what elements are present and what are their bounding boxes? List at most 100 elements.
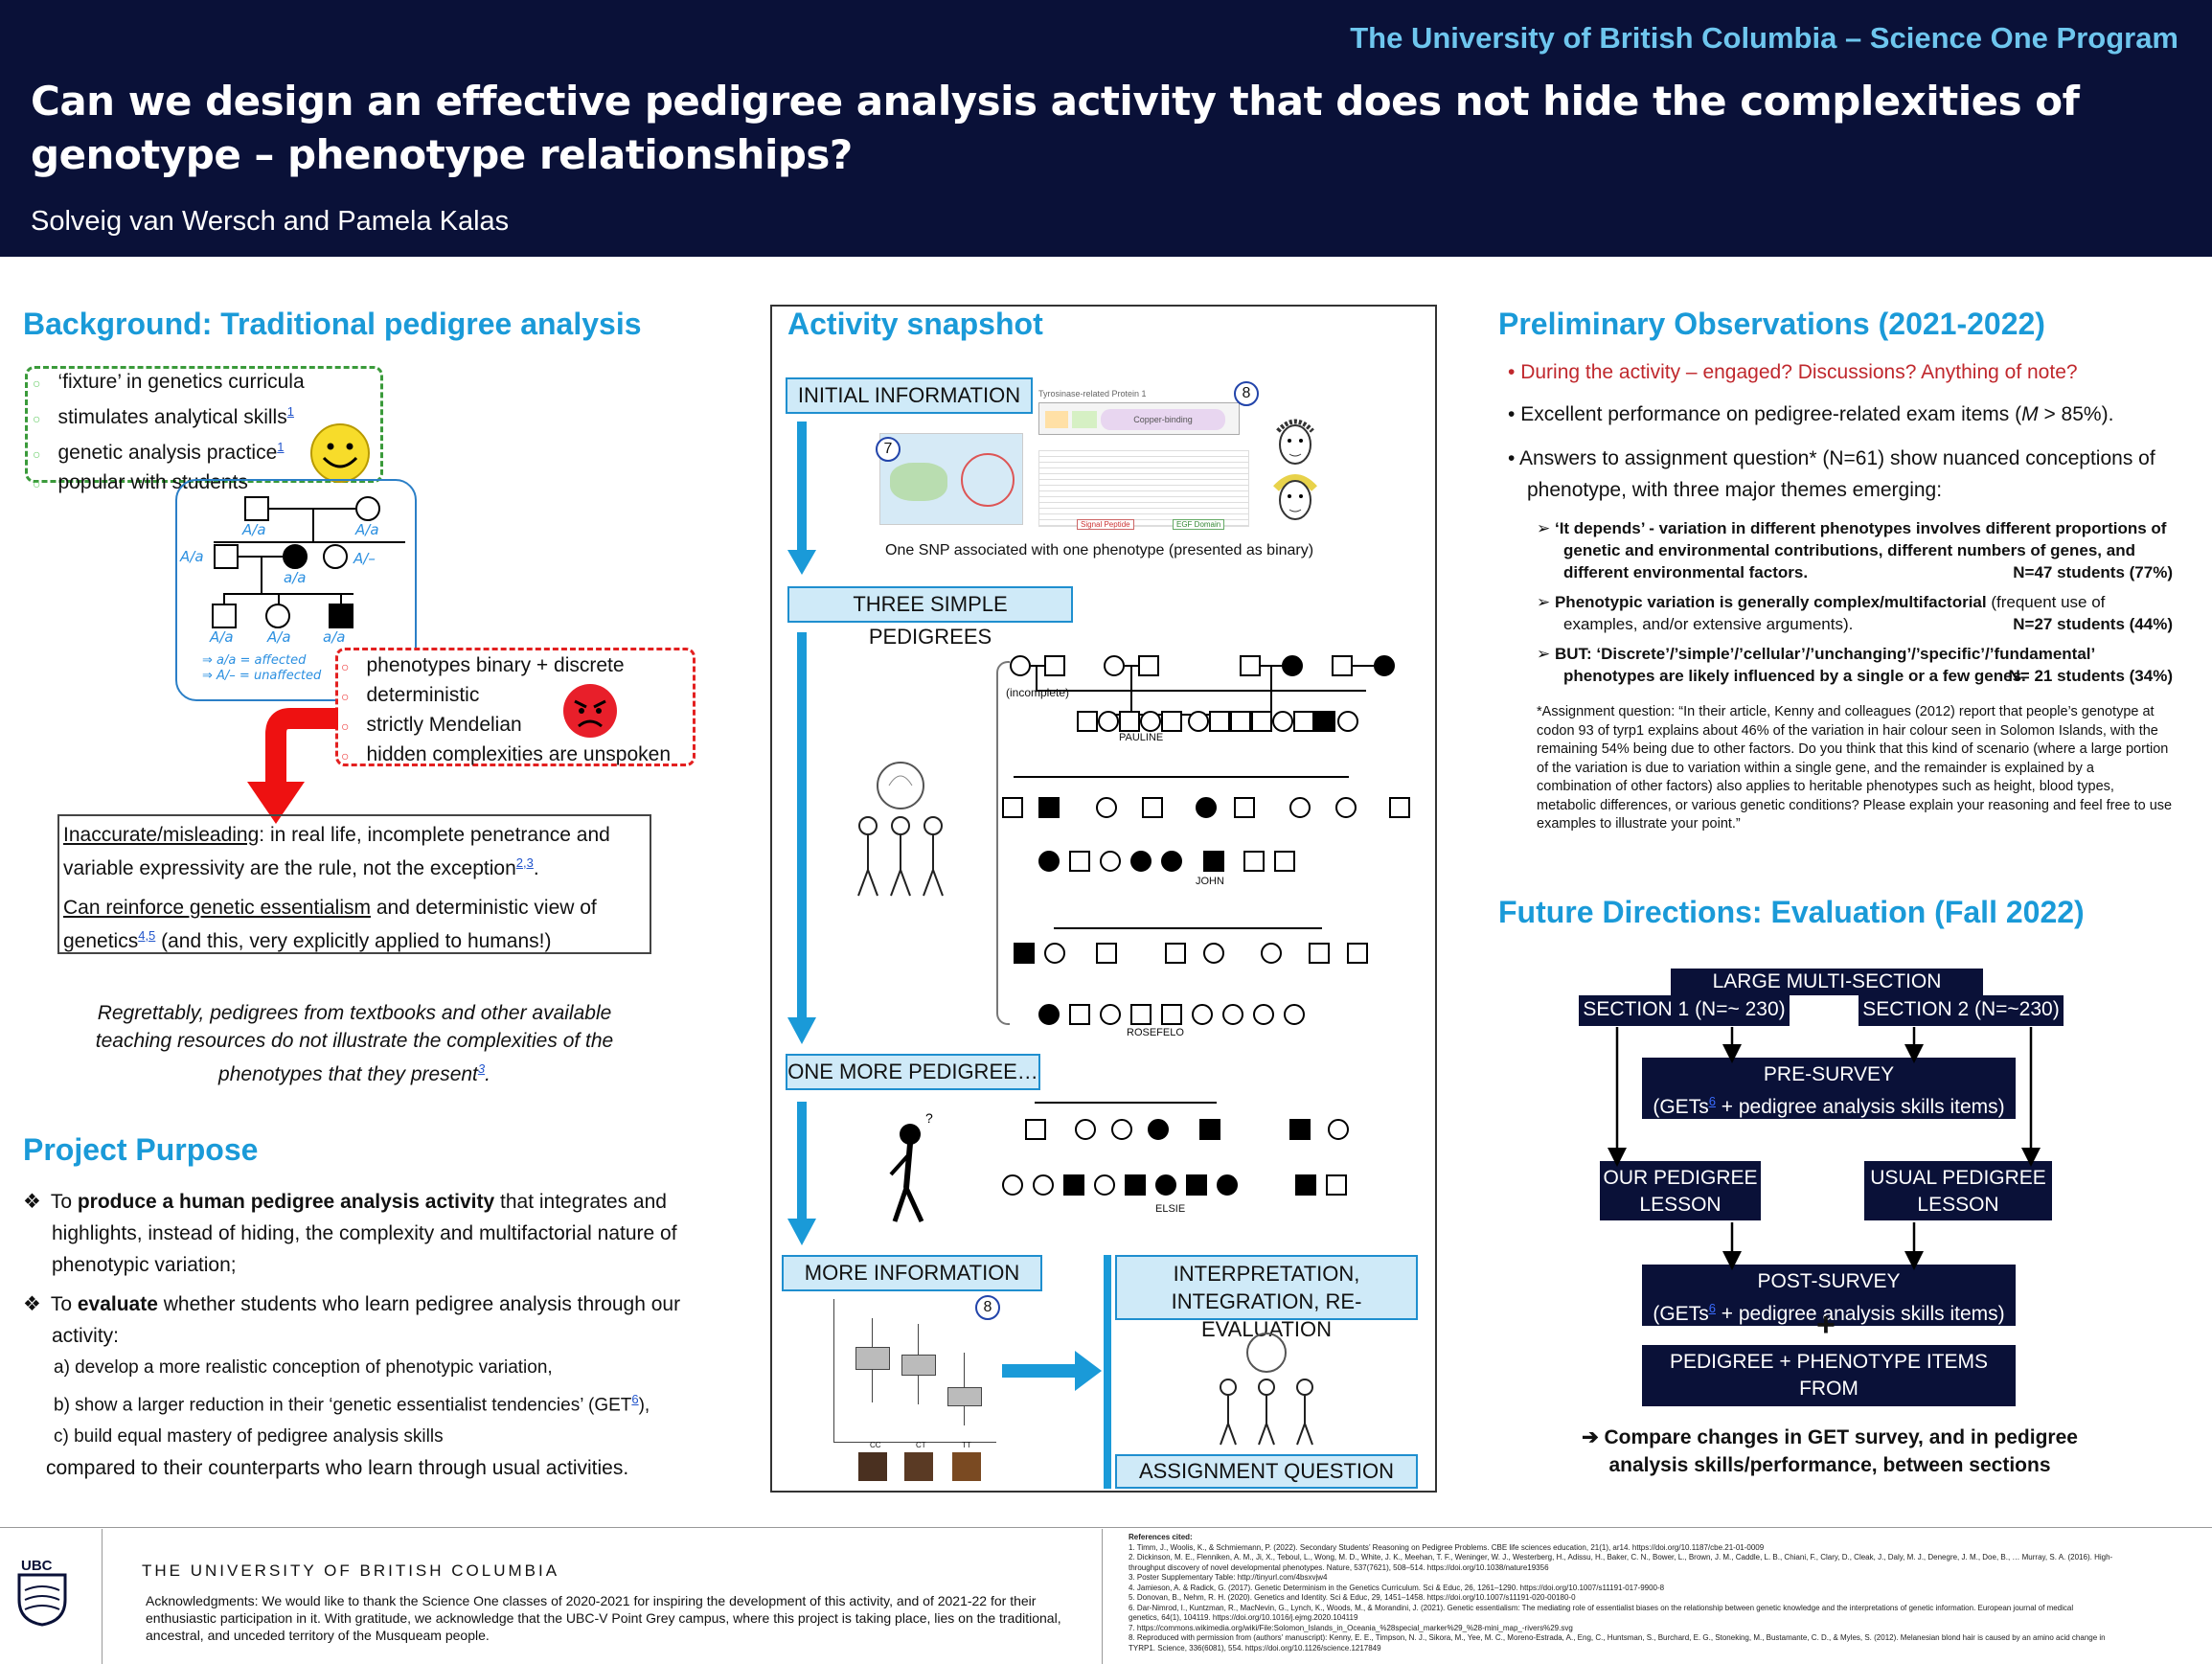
smiley-icon — [310, 423, 370, 483]
right-arrow-icon — [1002, 1351, 1102, 1391]
background-title: Background: Traditional pedigree analysi… — [23, 307, 642, 341]
citation-badge: 8 — [975, 1295, 1000, 1320]
cons-item: ○deterministic — [341, 684, 480, 706]
cons-item: ○phenotypes binary + discrete — [341, 654, 625, 676]
poster-title: Can we design an effective pedigree anal… — [31, 78, 2080, 178]
flow-arrows — [1608, 1027, 2041, 1270]
ubc-crest-icon — [17, 1573, 67, 1627]
cons-list: ○phenotypes binary + discrete ○determini… — [341, 651, 671, 770]
reference-item: TYRP1. Science, 336(6081), 554. https://… — [1129, 1643, 1381, 1653]
purpose-bullet: ❖To evaluate whether students who learn … — [23, 1293, 681, 1347]
acknowledgments: Acknowledgments: We would like to thank … — [146, 1593, 1061, 1643]
person-photo — [904, 1452, 933, 1481]
svg-text:?: ? — [925, 1111, 933, 1126]
step-three-simple-pedigrees: THREE SIMPLE PEDIGREES — [787, 586, 1073, 649]
theme-item: ➢ ‘It depends’ - variation in different … — [1537, 519, 2167, 581]
cons-box — [335, 648, 696, 766]
reference-item: 4. Jamieson, A. & Radick, G. (2017). Gen… — [1129, 1583, 1665, 1592]
down-arrow-icon — [787, 632, 816, 1044]
flow-course: LARGE MULTI-SECTION COURSE — [1671, 969, 1983, 1019]
footer-divider — [0, 1527, 2212, 1528]
down-arrow-icon — [787, 422, 816, 575]
step-interpretation: INTERPRETATION, INTEGRATION, RE-EVALUATI… — [1115, 1255, 1418, 1341]
down-arrow-icon — [787, 1102, 816, 1245]
activity-title: Activity snapshot — [787, 307, 1043, 341]
reference-item: 1. Timm, J., Woolis, K., & Schmiemann, P… — [1129, 1542, 1765, 1552]
purpose-bullet: ❖To produce a human pedigree analysis ac… — [23, 1191, 677, 1276]
flow-plus: + — [1816, 1307, 1836, 1343]
citation-badge: 7 — [876, 437, 901, 462]
regret-text: Regrettably, pedigrees from textbooks an… — [95, 1002, 614, 1085]
example-pedigree — [175, 479, 417, 701]
person-photo — [858, 1452, 887, 1481]
purpose-title: Project Purpose — [23, 1132, 259, 1167]
thinking-students-icon — [1220, 1333, 1313, 1446]
snp-caption: One SNP associated with one phenotype (p… — [885, 542, 1314, 558]
reference-item: 8. Reproduced with permission from (auth… — [1129, 1633, 2106, 1642]
ubc-logo-text: UBC — [21, 1558, 53, 1574]
step-one-more-pedigree: ONE MORE PEDIGREE… — [786, 1054, 1040, 1090]
theme-item: ➢ BUT: ‘Discrete’/’simple’/’cellular’/’u… — [1537, 645, 2095, 685]
future-title: Future Directions: Evaluation (Fall 2022… — [1498, 895, 2085, 929]
face-sketch-icon — [1273, 474, 1317, 520]
flow-pre-survey: PRE-SURVEY(GETs6 + pedigree analysis ski… — [1642, 1058, 2016, 1119]
legend-signal: Signal Peptide — [1077, 519, 1134, 530]
authors: Solveig van Wersch and Pamela Kalas — [31, 206, 510, 237]
red-arrow-icon — [247, 708, 338, 824]
pros-item: ○‘fixture’ in genetics curricula — [33, 371, 305, 393]
reference-item: throughput discovery of novel developmen… — [1129, 1562, 1549, 1572]
observations-body: • During the activity – engaged? Discuss… — [1498, 358, 2188, 506]
pros-item: ○popular with students — [33, 471, 248, 493]
flow-post-survey: POST-SURVEY(GETs6 + pedigree analysis sk… — [1642, 1265, 2016, 1326]
pedigree-pauline — [996, 642, 1427, 747]
themes-list: ➢ ‘It depends’ - variation in different … — [1537, 519, 2173, 685]
reference-item: 2. Dickinson, M. E., Flenniken, A. M., J… — [1129, 1553, 2113, 1561]
program-name: The University of British Columbia – Sci… — [1350, 21, 2178, 55]
protein-label: Tyrosinase-related Protein 1 — [1038, 389, 1147, 399]
sequence-alignment — [1038, 450, 1249, 527]
flow-section-1: SECTION 1 (N=~ 230) — [1579, 995, 1790, 1026]
interpretation-bar — [1104, 1255, 1111, 1489]
protein-diagram: Copper-binding — [1038, 402, 1240, 435]
cons-item: ○strictly Mendelian — [341, 714, 522, 736]
reference-item: 7. https://commons.wikimedia.org/wiki/Fi… — [1129, 1623, 1573, 1632]
face-sketch-icon — [1276, 419, 1314, 465]
university-name: THE UNIVERSITY OF BRITISH COLUMBIA — [142, 1561, 560, 1580]
confused-figure-icon: ? — [889, 1111, 933, 1223]
references: References cited: 1. Timm, J., Woolis, K… — [1129, 1533, 2201, 1653]
pedigree-john — [996, 766, 1427, 872]
pauline-label: PAULINE — [1119, 732, 1164, 743]
footer-divider — [1102, 1529, 1103, 1664]
activity-frame — [770, 305, 1437, 1493]
poster-header — [0, 0, 2212, 257]
incomplete-label: (incomplete) — [1006, 686, 1070, 699]
step-initial-information: INITIAL INFORMATION — [786, 377, 1033, 414]
compare-statement: ➔ Compare changes in GET survey, and in … — [1582, 1426, 2078, 1476]
pros-box — [25, 366, 383, 483]
reference-item: 6. Dar-Nimrod, I., Kuntzman, R., MacNevi… — [1129, 1603, 2074, 1612]
genotype-tt: TT — [962, 1441, 971, 1449]
pedigree-diagram-frame — [175, 479, 417, 701]
observations-title: Preliminary Observations (2021-2022) — [1498, 307, 2045, 341]
reference-item: genetics, 64(1), 104119. https://doi.org… — [1129, 1613, 1358, 1622]
legend-egf: EGF Domain — [1173, 519, 1225, 530]
step-more-information: MORE INFORMATION — [782, 1255, 1042, 1291]
genotype-cc: CC — [870, 1441, 881, 1449]
angry-face-icon — [563, 684, 617, 738]
pedigree-elsie — [996, 1102, 1427, 1217]
hair-colour-boxplot — [833, 1299, 996, 1443]
genotype-labels: A/a A/a A/a a/a A/– A/a A/a a/a ⇒ a/a = … — [180, 521, 379, 683]
obs-bullet: • Excellent performance on pedigree-rela… — [1508, 403, 2114, 425]
theme-item: ➢ Phenotypic variation is generally comp… — [1537, 593, 2106, 633]
reference-item: 3. Poster Supplementary Table: http://ti… — [1129, 1573, 1328, 1582]
elsie-label: ELSIE — [1155, 1203, 1186, 1215]
step-assignment-question: ASSIGNMENT QUESTION — [1115, 1454, 1418, 1489]
pedigree-bracket — [996, 661, 1010, 1025]
thinking-students-icon — [857, 762, 944, 897]
pedigree-rosefelo — [996, 927, 1427, 1033]
solomon-islands-map — [879, 433, 1023, 525]
flow-section-2: SECTION 2 (N=~230) — [1859, 995, 2064, 1026]
